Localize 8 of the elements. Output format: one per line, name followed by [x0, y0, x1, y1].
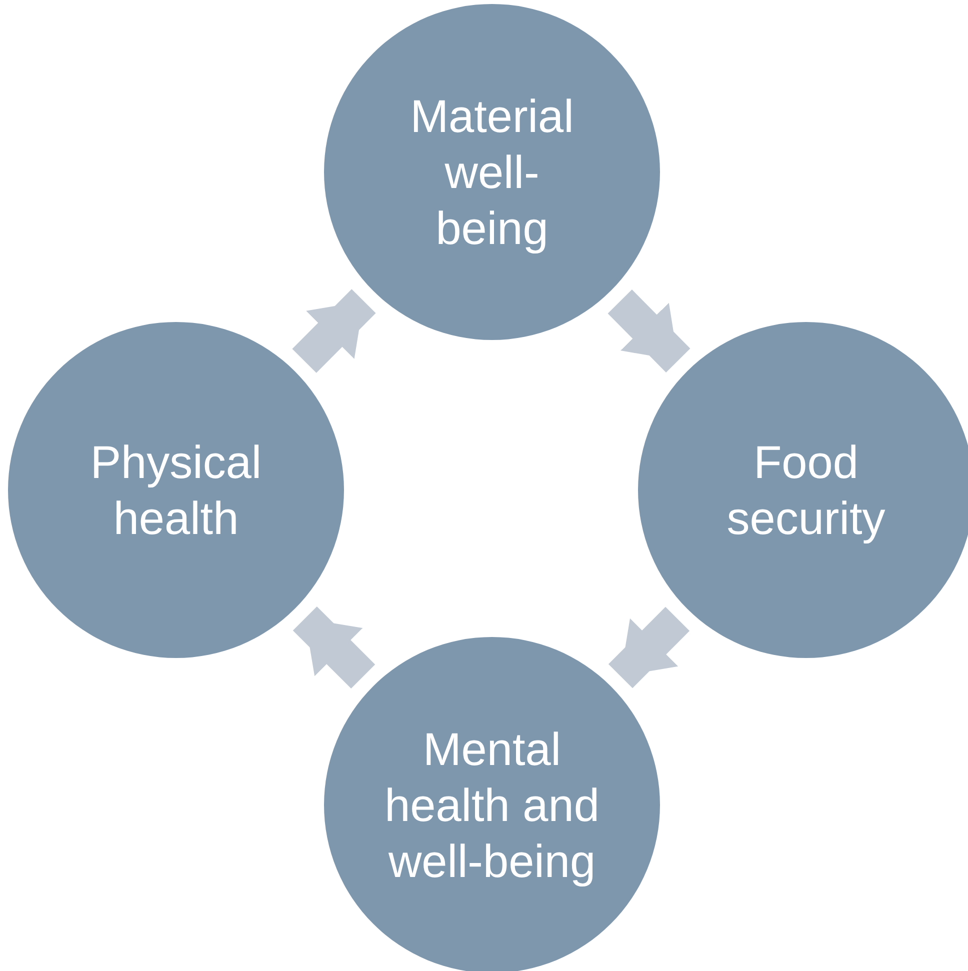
node-label: Physical health — [89, 435, 263, 546]
node-label: Mental health and well-being — [384, 722, 600, 889]
block-arrow — [292, 289, 376, 373]
block-arrow — [608, 290, 690, 372]
node-label: Material well-being — [409, 89, 575, 256]
block-arrow — [608, 606, 690, 688]
block-arrow — [292, 606, 376, 689]
node-label: Food security — [726, 435, 886, 546]
